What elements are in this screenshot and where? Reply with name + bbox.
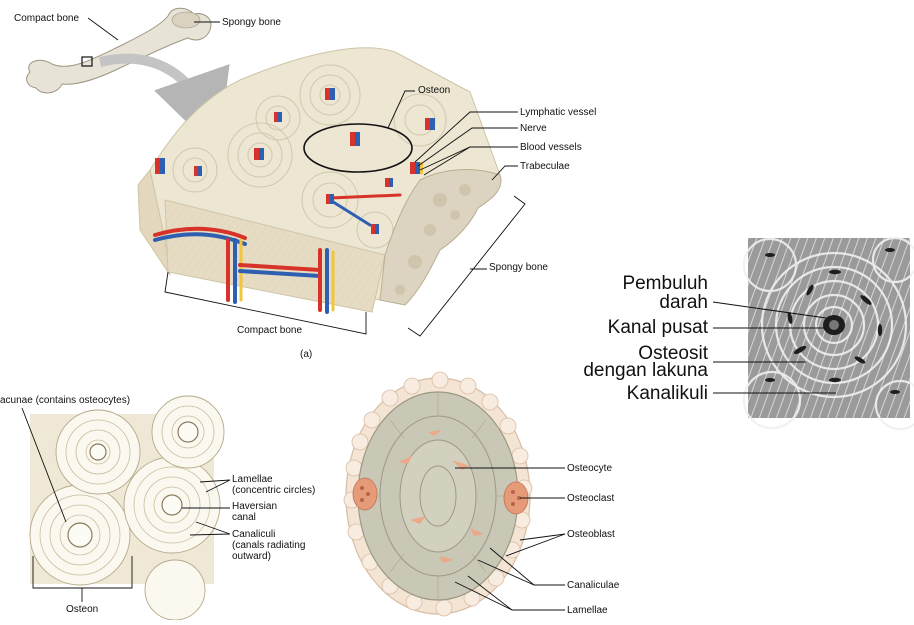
label-osteoblast: Osteoblast <box>567 529 615 540</box>
osteon-highlight <box>303 123 413 173</box>
osteoclast-cell-left <box>352 477 378 511</box>
label-haversian-line2: canal <box>232 512 256 523</box>
label-compact-bone: Compact bone <box>237 325 303 336</box>
osteon-sketch-illustration <box>29 395 225 621</box>
label-canaliculi-line1: Canaliculi <box>232 529 276 540</box>
label-canaliculae: Canaliculae <box>567 580 620 591</box>
cross-section-leader-lines <box>454 467 566 611</box>
label-canaliculi-line2: (canals radiating <box>232 540 306 551</box>
label-osteon: Osteon <box>418 85 451 96</box>
label-lymphatic-vessel: Lymphatic vessel <box>520 107 597 118</box>
label-osteosit-line1: Osteosit <box>638 343 708 364</box>
label-lacunae: acunae (contains osteocytes) <box>0 395 131 406</box>
long-bone-illustration <box>26 7 212 94</box>
label-osteosit-line2: dengan lakuna <box>583 360 708 381</box>
micrograph-leader-lines <box>712 301 836 394</box>
label-blood-vessels: Blood vessels <box>520 142 582 153</box>
panel-a-leader-lines <box>87 17 526 337</box>
label-spongy-bone-top: Spongy bone <box>222 17 281 28</box>
label-pembuluh-line1: Pembuluh <box>622 273 708 294</box>
label-haversian-line1: Haversian <box>232 501 278 512</box>
panel-letter: (a) <box>300 349 313 360</box>
label-osteon-bracket: Osteon <box>66 604 99 615</box>
label-nerve: Nerve <box>520 123 547 134</box>
label-canaliculi-line3: outward) <box>232 551 271 562</box>
label-pembuluh-line2: darah <box>659 292 708 313</box>
label-osteocyte: Osteocyte <box>567 463 613 474</box>
label-kanal-pusat: Kanal pusat <box>607 317 708 338</box>
label-osteoclast: Osteoclast <box>567 493 615 504</box>
micrograph-image <box>742 236 914 431</box>
label-spongy-bone: Spongy bone <box>489 262 548 273</box>
label-compact-bone-top: Compact bone <box>14 13 80 24</box>
osteon-sketch-leader-lines <box>21 407 231 602</box>
label-lamellae-cross: Lamellae <box>567 605 608 616</box>
label-kanalikuli: Kanalikuli <box>626 383 708 404</box>
zoom-arrow <box>98 53 230 153</box>
label-trabeculae: Trabeculae <box>520 161 570 172</box>
label-lamellae-line1: Lamellae <box>232 474 273 485</box>
label-lamellae-line2: (concentric circles) <box>232 485 316 496</box>
bone-block <box>137 47 502 314</box>
osteon-cross-section <box>343 371 533 617</box>
selection-box <box>81 56 93 67</box>
